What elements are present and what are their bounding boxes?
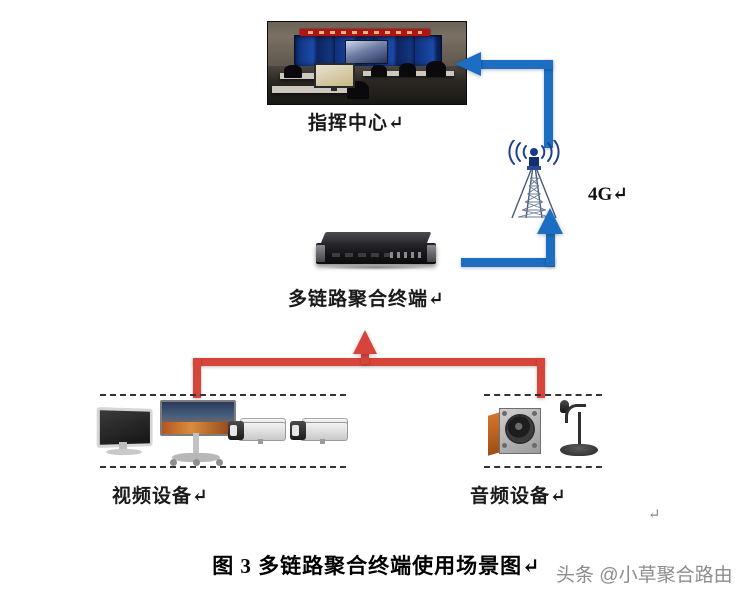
- cctv-camera-icon: [290, 418, 348, 444]
- video-cart-icon: [160, 400, 236, 466]
- figure-caption: 图 3 多链路聚合终端使用场景图↵: [212, 554, 541, 578]
- connector-tower-to-command-vertical: [544, 60, 553, 148]
- connector-devices-bracket-right-leg: [537, 358, 545, 398]
- command-center-photo: [268, 22, 466, 104]
- tower-4g-label: 4G↵: [588, 184, 629, 205]
- rackmount-server-icon: [316, 232, 436, 270]
- microphone-icon: [556, 400, 600, 458]
- video-group-dashed-top: [100, 394, 346, 396]
- connector-devices-bracket-top: [193, 358, 545, 366]
- connector-devices-bracket-stem: [361, 348, 369, 364]
- connector-terminal-to-tower-horizontal: [461, 258, 555, 267]
- stray-return-mark: ↵: [648, 507, 661, 523]
- connector-terminal-to-tower-arrowhead: [537, 208, 563, 234]
- audio-group-label: 音频设备↵: [470, 486, 567, 507]
- audio-group-dashed-bottom: [484, 466, 602, 468]
- video-group-label: 视频设备↵: [112, 486, 209, 507]
- monitor-icon: [96, 406, 153, 456]
- terminal-label: 多链路聚合终端↵: [288, 289, 445, 310]
- connector-terminal-to-tower-vertical: [546, 232, 555, 266]
- speaker-icon: [488, 408, 541, 456]
- command-center-label: 指挥中心↵: [308, 113, 405, 134]
- connector-tower-to-command-arrowhead: [455, 52, 481, 76]
- watermark: 头条 @小草聚合路由: [556, 565, 733, 586]
- video-group-dashed-bottom: [100, 466, 346, 468]
- audio-group-dashed-top: [484, 394, 602, 396]
- connector-tower-to-command-horizontal: [480, 60, 553, 69]
- connector-devices-bracket-left-leg: [193, 358, 201, 398]
- cctv-camera-icon: [228, 418, 286, 444]
- connector-devices-bracket-arrowhead: [353, 330, 377, 354]
